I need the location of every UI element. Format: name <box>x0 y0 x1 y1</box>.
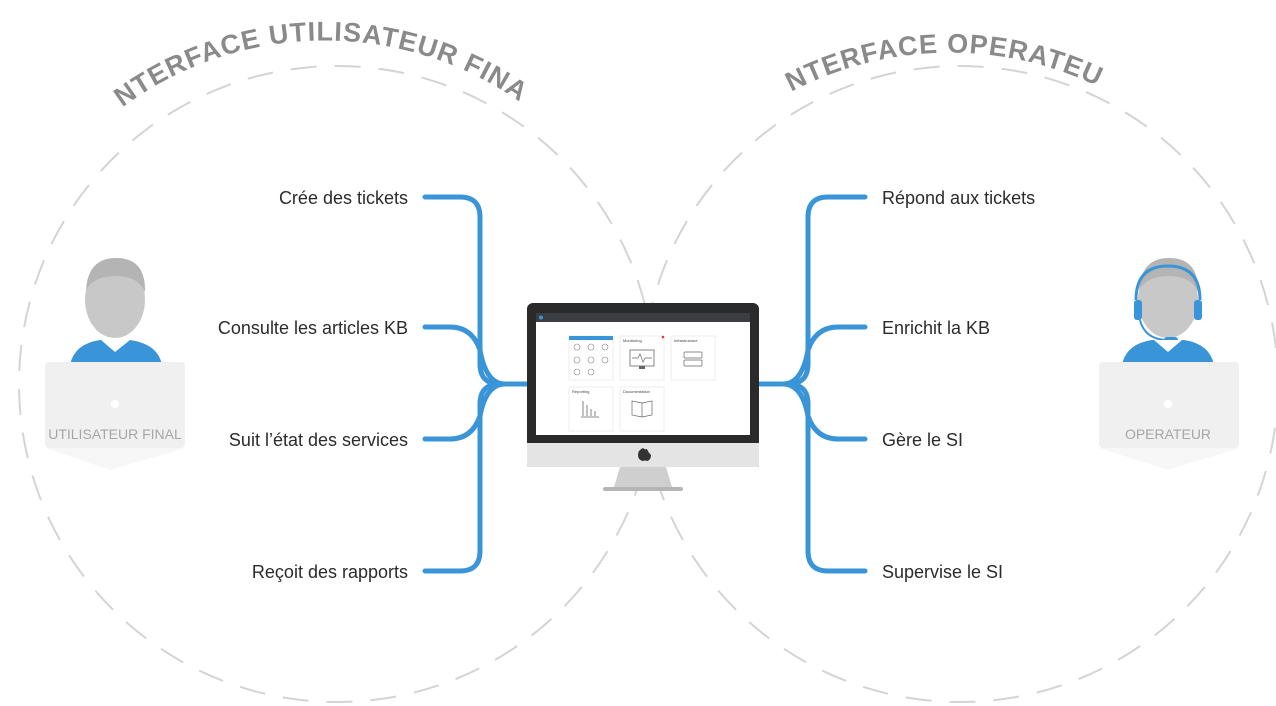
right-connectors <box>757 194 868 574</box>
apple-logo-icon <box>638 448 651 461</box>
screen-tile-documentation: Documentation <box>619 386 665 432</box>
user-avatar-icon <box>70 258 162 365</box>
left-item-3: Suit l’état des services <box>229 430 408 450</box>
right-laptop: OPERATEUR <box>1099 362 1239 470</box>
right-item-2: Enrichit la KB <box>882 318 990 338</box>
heading-left: INTERFACE UTILISATEUR FINAL <box>0 0 534 112</box>
screen-tile-monitoring: Monitoring <box>619 335 665 381</box>
tile-infrastructure-label: Infrastructure <box>674 338 698 343</box>
laptop-logo-icon <box>111 400 119 408</box>
connector-left-2 <box>422 324 508 387</box>
left-item-1: Crée des tickets <box>279 188 408 208</box>
tile-reporting-label: Reporting <box>572 389 589 394</box>
operator-headset-avatar-icon <box>1122 258 1214 365</box>
right-item-1: Répond aux tickets <box>882 188 1035 208</box>
connector-right-4 <box>785 381 868 574</box>
left-laptop: UTILISATEUR FINAL <box>45 362 185 470</box>
connector-right-2 <box>780 324 868 387</box>
tile-documentation-label: Documentation <box>623 389 650 394</box>
screen-tile-apps <box>568 335 614 381</box>
right-item-3: Gère le SI <box>882 430 963 450</box>
tile-monitoring-label: Monitoring <box>623 338 642 343</box>
connector-right-3 <box>780 381 868 442</box>
imac-monitor: Monitoring Infrastructure Reporting Docu… <box>527 303 759 491</box>
connector-left-1 <box>422 194 531 387</box>
right-dashed-circle <box>641 65 1276 703</box>
role-left: UTILISATEUR FINAL <box>48 426 182 442</box>
screen-topbar <box>536 313 750 322</box>
connector-left-3 <box>422 381 508 442</box>
role-right: OPERATEUR <box>1125 426 1211 442</box>
screen-tile-reporting: Reporting <box>568 386 614 432</box>
right-item-4: Supervise le SI <box>882 562 1003 582</box>
connector-right-1 <box>757 194 868 387</box>
left-item-4: Reçoit des rapports <box>252 562 408 582</box>
screen-tile-infrastructure: Infrastructure <box>670 335 716 381</box>
left-item-2: Consulte les articles KB <box>218 318 408 338</box>
left-connectors <box>422 194 531 574</box>
connector-left-4 <box>422 381 503 574</box>
